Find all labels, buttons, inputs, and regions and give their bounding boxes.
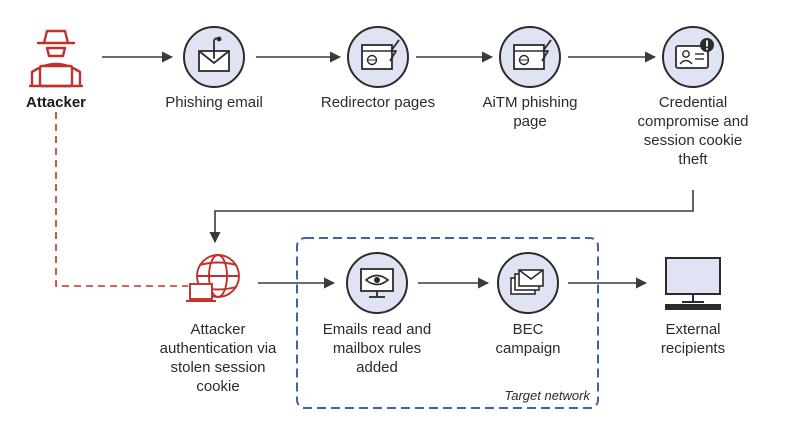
emails-read-icon xyxy=(346,252,408,314)
emails-read-label: Emails read and mailbox rules added xyxy=(322,321,432,376)
attacker-authentication-icon xyxy=(186,254,240,302)
target-network-box xyxy=(296,237,599,409)
redirector-pages-icon xyxy=(347,26,409,88)
phishing-email-icon xyxy=(183,26,245,88)
credential-compromise-label: Credential compromise and session cookie… xyxy=(637,94,749,168)
credential-compromise-icon xyxy=(662,26,724,88)
aitm-phishing-page-label: AiTM phishing page xyxy=(482,94,578,130)
attacker-icon xyxy=(28,29,84,88)
external-recipients-icon xyxy=(665,257,721,310)
redirector-pages-label: Redirector pages xyxy=(320,94,436,111)
target-network-label: Target network xyxy=(504,388,590,403)
arrow-credential-to-auth xyxy=(209,190,694,244)
dashed-attacker-to-auth xyxy=(55,112,188,287)
attacker-authentication-label: Attacker authentication via stolen sessi… xyxy=(159,321,277,395)
attacker-label: Attacker xyxy=(25,94,87,111)
aitm-phishing-page-icon xyxy=(499,26,561,88)
external-recipients-label: External recipients xyxy=(660,321,726,357)
bec-campaign-icon xyxy=(497,252,559,314)
phishing-email-label: Phishing email xyxy=(165,94,263,111)
bec-campaign-label: BEC campaign xyxy=(495,321,561,357)
